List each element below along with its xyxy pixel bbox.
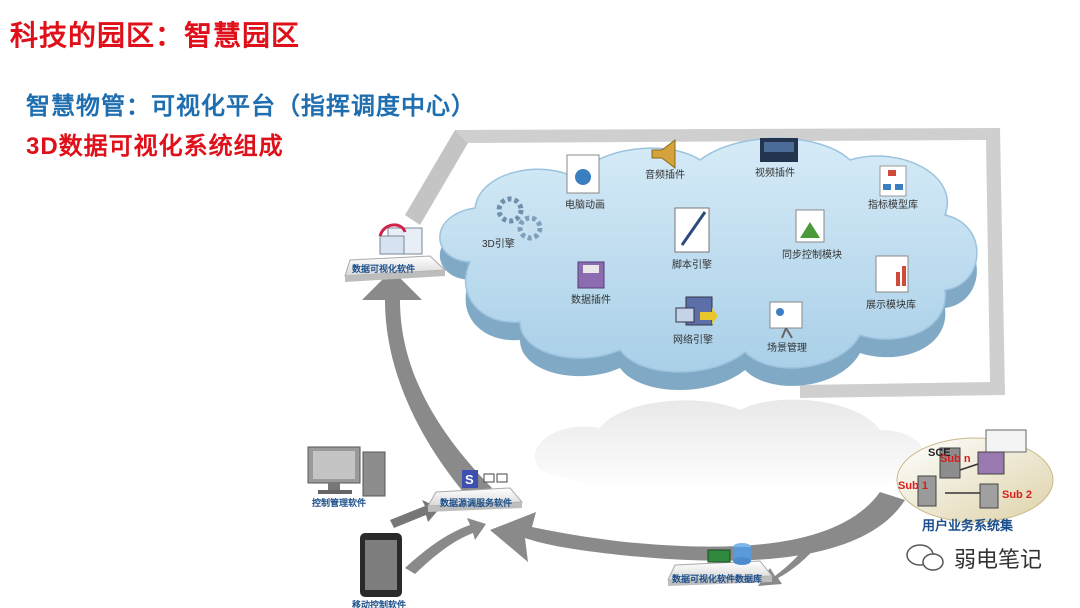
- computer-icon: [977, 451, 1005, 475]
- module-label-audio: 音频插件: [645, 168, 685, 181]
- display-frame: [405, 128, 1005, 398]
- page-title: 科技的园区：智慧园区: [10, 20, 301, 51]
- floppy-icon: [577, 261, 605, 289]
- module-label-data-plugin: 数据插件: [571, 293, 611, 306]
- section-heading: 3D数据可视化系统组成: [26, 133, 284, 160]
- document-shape-icon: [566, 154, 600, 194]
- client-label-mobile-control: 移动控制软件: [352, 599, 406, 608]
- speaker-icon: [651, 138, 676, 170]
- client-label-control-software: 控制管理软件: [312, 497, 366, 508]
- report-icon: [875, 255, 909, 293]
- gear-icon: [496, 196, 543, 241]
- tablet-icon[interactable]: [360, 533, 402, 597]
- desktop-computer-icon[interactable]: [307, 446, 386, 497]
- flow-arrows: [362, 270, 905, 586]
- org-chart-icon: [879, 165, 907, 197]
- module-label-indicator-library: 指标模型库: [868, 198, 918, 211]
- pen-document-icon: [674, 207, 710, 253]
- watermark: 弱电笔记: [953, 547, 1042, 572]
- terminal-icon: [985, 429, 1027, 453]
- presentation-board-icon: [769, 301, 803, 339]
- user-systems-sce-label: SCE: [928, 447, 951, 459]
- picture-icon: [795, 209, 825, 243]
- module-label-script-engine: 脚本引擎: [672, 258, 712, 271]
- user-systems-sub2-label: Sub 2: [1002, 489, 1032, 501]
- platform-label-visualization: 数据可视化软件: [352, 263, 415, 274]
- platform-label-database: 数据可视化软件数据库: [672, 573, 762, 584]
- data-service-platform[interactable]: S 数据源调服务软件: [427, 470, 524, 512]
- module-label-3d-engine: 3D引擎: [482, 237, 515, 250]
- module-label-display-library: 展示模块库: [866, 298, 916, 311]
- server-icon: [979, 483, 999, 509]
- platform-label-data-service: 数据源调服务软件: [440, 497, 512, 508]
- database-platform[interactable]: 数据可视化软件数据库: [667, 543, 774, 586]
- user-systems-cluster: [896, 429, 1054, 523]
- server-icon: [917, 475, 937, 507]
- wechat-icon: [906, 544, 944, 571]
- cloud-reflection: [534, 399, 925, 494]
- server-icon: [939, 447, 961, 479]
- module-label-video: 视频插件: [755, 166, 795, 179]
- module-label-sync-control: 同步控制模块: [782, 248, 842, 261]
- user-systems-subn-label: Sub n: [940, 453, 971, 465]
- network-computer-icon: [675, 296, 718, 326]
- module-label-pc-animation: 电脑动画: [565, 198, 605, 211]
- service-logo-icon: S: [465, 472, 474, 487]
- visualization-software-platform[interactable]: 数据可视化软件: [344, 223, 447, 282]
- page-subtitle: 智慧物管：可视化平台（指挥调度中心）: [26, 93, 476, 120]
- module-label-scene-management: 场景管理: [767, 341, 807, 354]
- user-systems-title: 用户业务系统集: [921, 518, 1014, 533]
- film-icon: [760, 138, 798, 162]
- user-systems-sub1-label: Sub 1: [898, 480, 928, 492]
- module-label-network-engine: 网络引擎: [673, 333, 713, 346]
